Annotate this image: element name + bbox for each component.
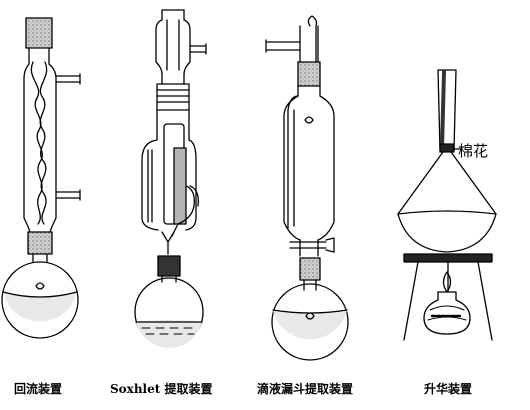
reflux-condenser-jacket xyxy=(23,47,57,233)
funnel-lower-joint xyxy=(299,257,321,281)
soxhlet-water-arm xyxy=(189,43,207,55)
funnel-top-tube xyxy=(265,39,301,53)
cotton-label: 棉花 xyxy=(458,142,489,160)
caption-sublimation: 升华装置 xyxy=(424,382,473,396)
soxhlet-flask-liquid xyxy=(136,320,202,348)
soxhlet-siphon xyxy=(171,185,199,237)
reflux-flask xyxy=(1,261,79,339)
reflux-boiling-chip xyxy=(35,282,45,290)
sublimation-funnel xyxy=(397,151,497,215)
soxhlet-extractor-body xyxy=(141,109,197,231)
funnel-apparatus xyxy=(265,15,349,361)
reflux-apparatus xyxy=(1,17,81,339)
soxhlet-stopcock xyxy=(161,231,175,255)
soxhlet-upper-joint xyxy=(156,83,190,111)
alcohol-lamp xyxy=(423,291,471,335)
reflux-top-stopper xyxy=(25,17,53,49)
wire-gauze xyxy=(403,253,493,263)
caption-soxhlet: Soxhlet 提取装置 xyxy=(110,382,213,396)
soxhlet-lower-joint xyxy=(157,255,181,277)
funnel-body xyxy=(283,85,335,241)
reflux-water-outlet xyxy=(55,73,81,85)
funnel-flask-liquid xyxy=(273,310,347,340)
funnel-flask xyxy=(271,283,349,361)
sublimation-apparatus xyxy=(397,69,497,341)
reflux-inner-tube xyxy=(30,61,43,225)
soxhlet-condenser xyxy=(155,9,191,75)
funnel-upper-joint xyxy=(297,61,321,87)
funnel-equalizer-arm xyxy=(287,95,299,229)
soxhlet-apparatus xyxy=(134,9,207,348)
reflux-water-inlet xyxy=(55,189,81,201)
lamp-flame xyxy=(442,271,452,293)
reflux-bottom-joint xyxy=(27,231,53,255)
reflux-flask-liquid xyxy=(3,292,77,322)
caption-reflux: 回流装置 xyxy=(14,382,63,396)
cotton-plug xyxy=(439,143,455,153)
evaporating-dish xyxy=(397,210,497,253)
caption-funnel: 滴液漏斗提取装置 xyxy=(257,382,354,396)
funnel-stopcock xyxy=(289,239,327,257)
